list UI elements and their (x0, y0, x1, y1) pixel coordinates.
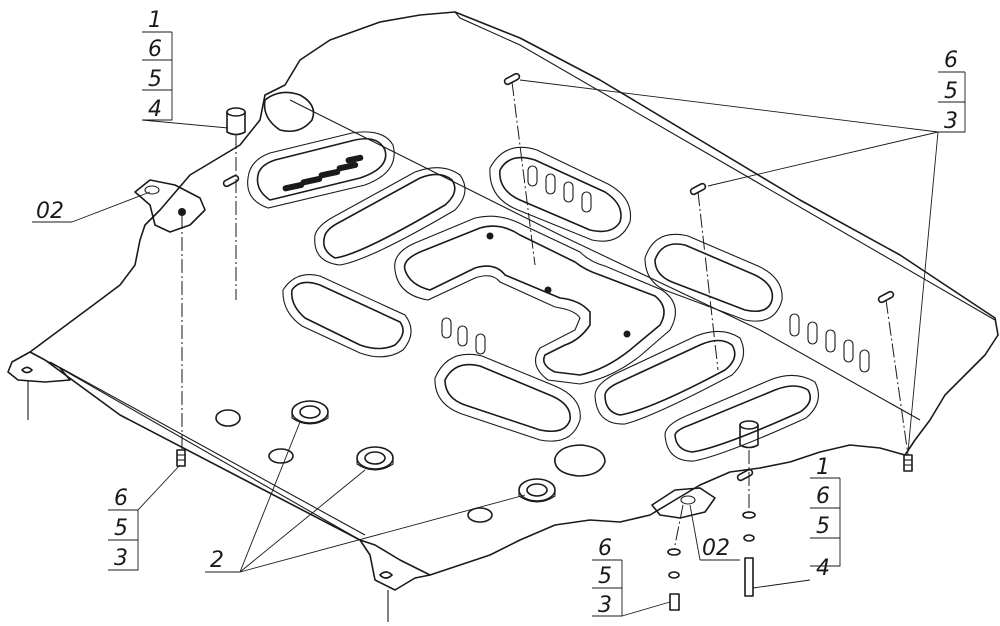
callout-topright-stack: 6 5 3 (944, 48, 958, 134)
callout-left-bracket: 02 (36, 199, 64, 224)
callout-label: 6 (598, 536, 612, 561)
callout-label: 3 (944, 109, 958, 134)
callout-label: 6 (114, 486, 128, 511)
left-flange-ear (7, 351, 71, 420)
bolt-left (176, 449, 186, 467)
callout-label: 6 (148, 37, 162, 62)
grommet-parts (291, 400, 556, 503)
callout-label: 4 (816, 556, 830, 581)
callout-label: 1 (148, 8, 162, 33)
leader-lines (32, 31, 966, 617)
bolt-right-flap (903, 454, 913, 472)
bolt-stack-bottom (667, 548, 681, 611)
callout-label: 6 (816, 484, 830, 509)
callout-label: 5 (148, 67, 162, 92)
bolt-stack-long (742, 511, 756, 597)
callout-bottom-center-stack: 6 5 3 (598, 536, 612, 618)
spacer-top-left (226, 107, 246, 136)
callout-label: 6 (944, 48, 958, 73)
bottom-flange-ear (359, 539, 431, 622)
callout-grommets: 2 (210, 548, 224, 573)
right-rib-slots (527, 165, 592, 213)
plate-outline (29, 11, 999, 576)
callout-label: 3 (114, 546, 128, 571)
assembly-axes (181, 81, 909, 551)
callout-label: 5 (816, 514, 830, 539)
callout-bottom-right-stack: 1 6 5 4 (816, 455, 830, 581)
callout-lower-left-stack: 6 5 3 (114, 486, 128, 571)
center-slots (441, 317, 486, 355)
bottom-bracket-part (651, 487, 716, 519)
callout-label: 3 (598, 593, 612, 618)
callout-label: 5 (944, 79, 958, 104)
mount-slots (222, 72, 895, 482)
flap-slots (789, 313, 870, 373)
spacer-bottom-right (739, 420, 759, 449)
callout-label: 4 (148, 97, 162, 122)
callout-label: 1 (816, 455, 830, 480)
left-bracket-part (134, 179, 206, 233)
left-rib-slots (282, 154, 364, 192)
callout-label: 5 (598, 564, 612, 589)
callout-bottom-bracket: 02 (702, 536, 730, 561)
callout-label: 5 (114, 516, 128, 541)
stiffening-ribs (247, 91, 870, 462)
callout-topleft-stack: 1 6 5 4 (148, 8, 162, 122)
plate-holes (215, 409, 606, 523)
